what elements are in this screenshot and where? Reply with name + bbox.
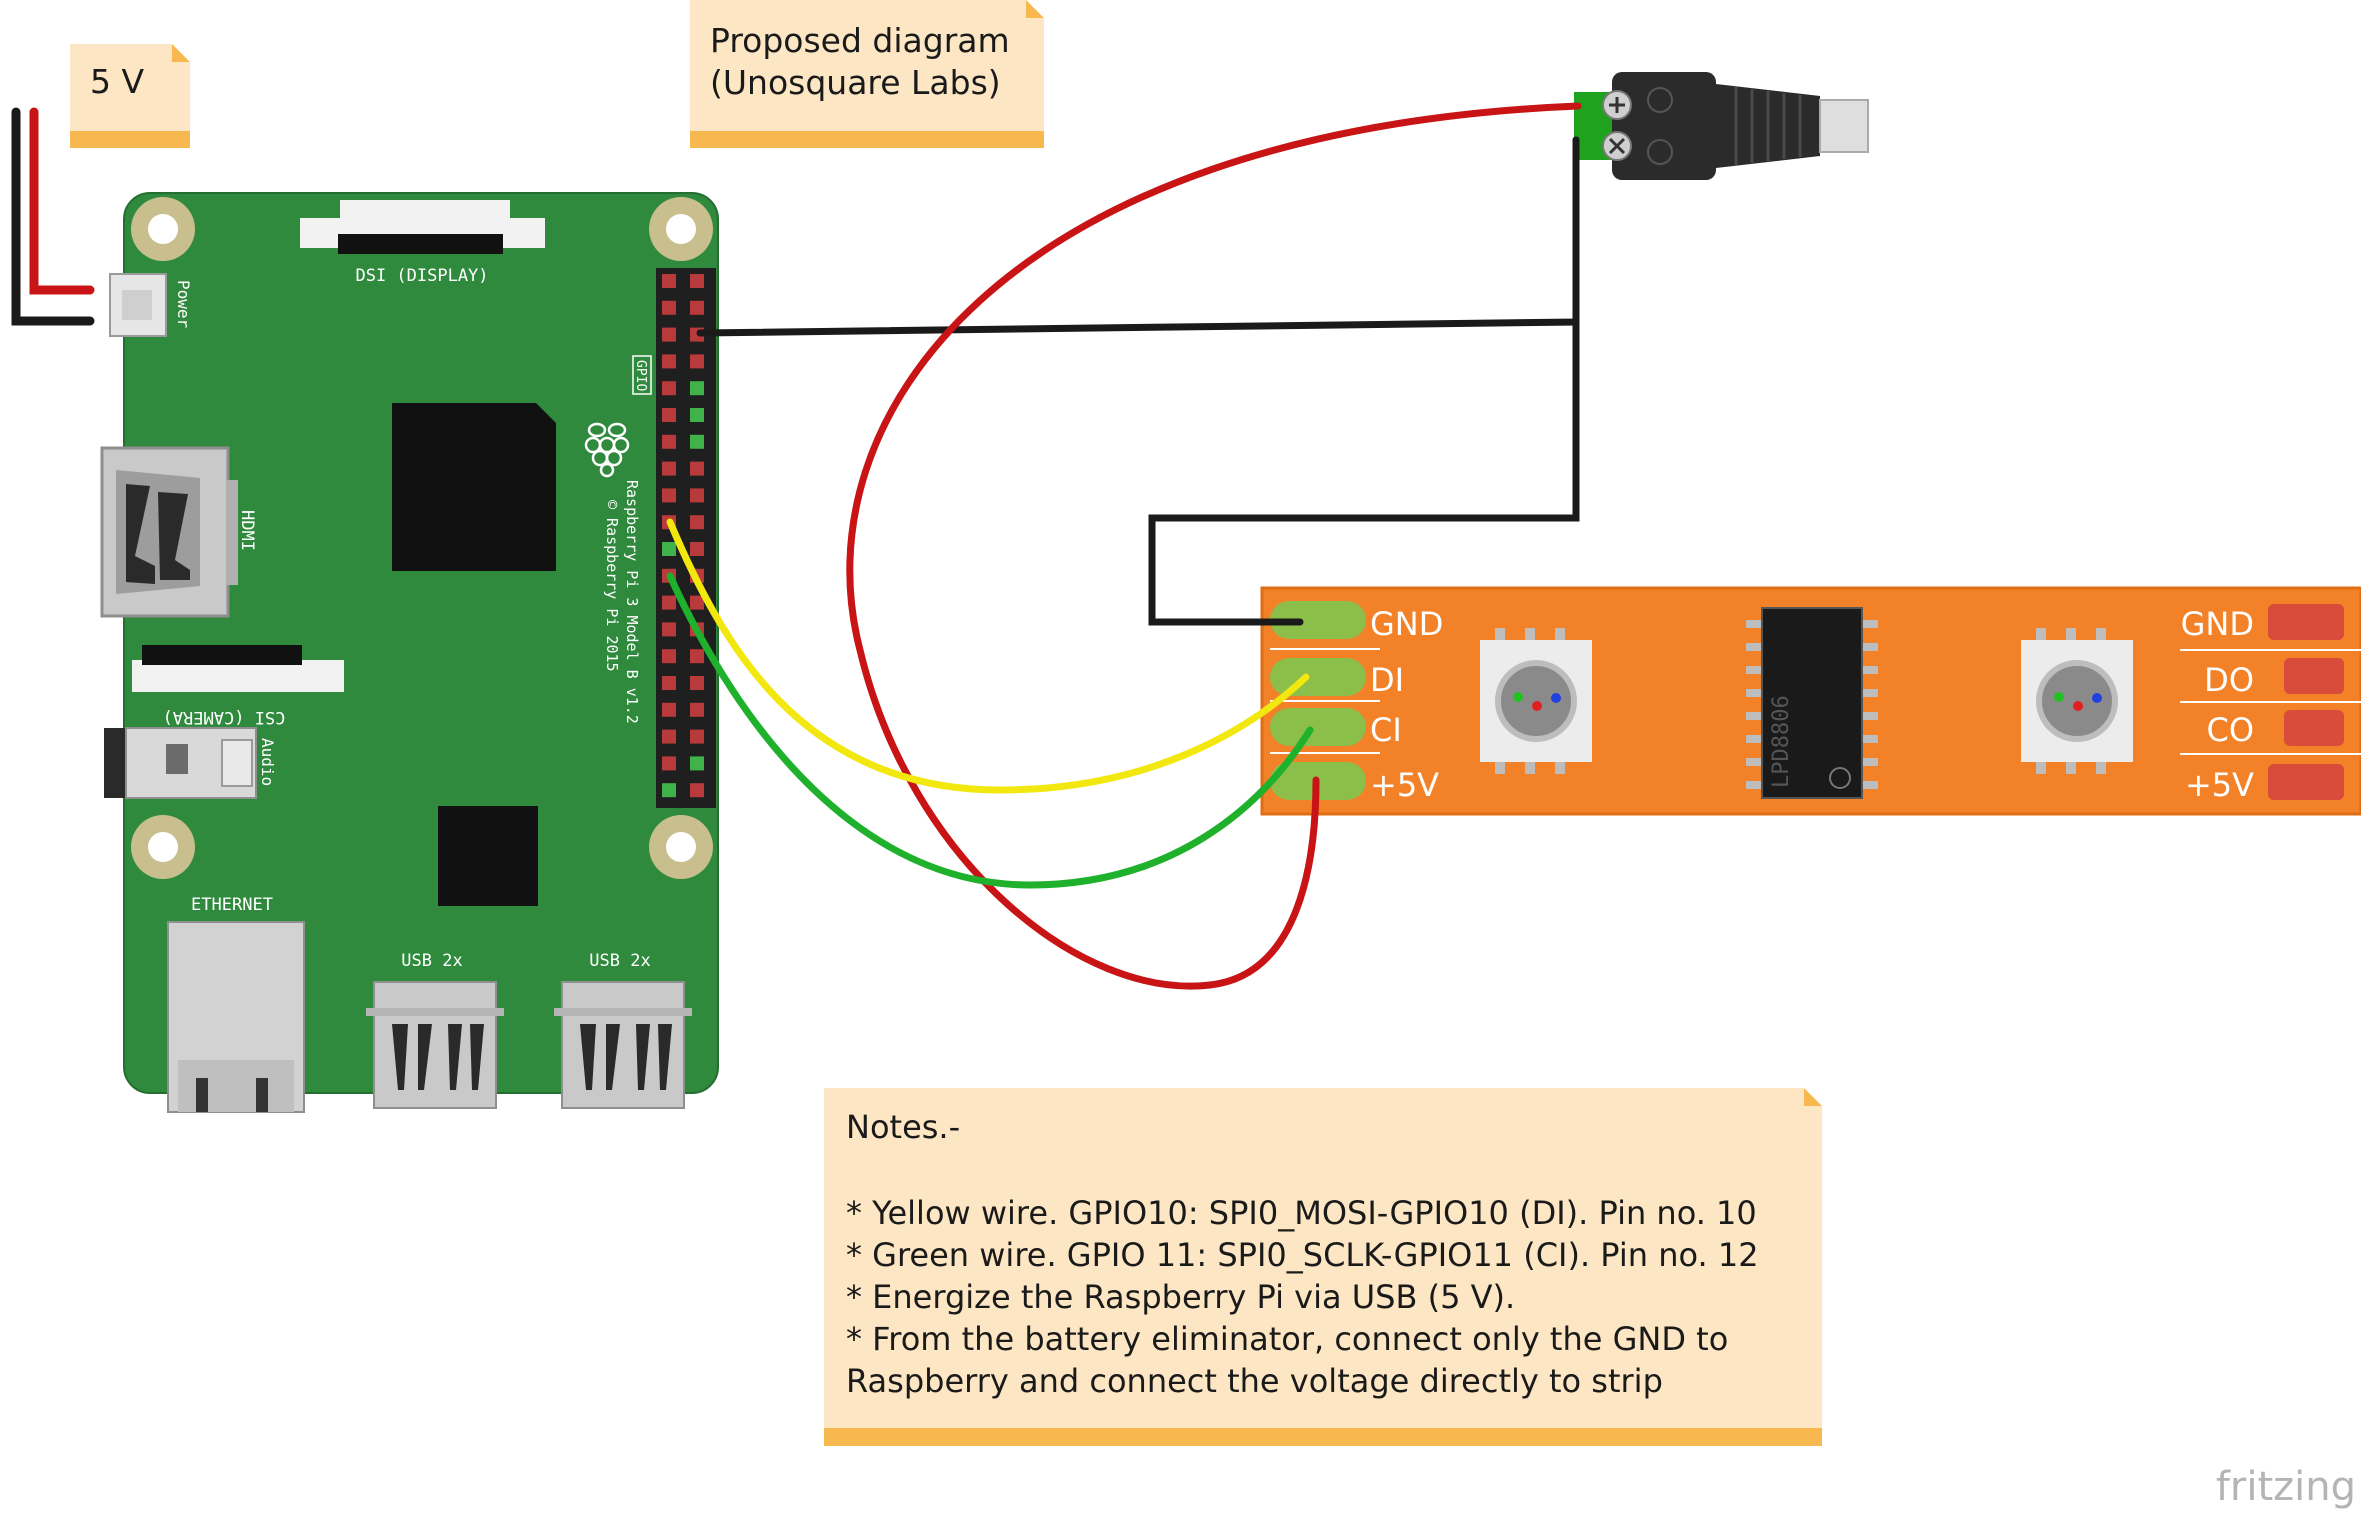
gpio-pin — [690, 408, 704, 422]
gpio-pin — [690, 729, 704, 744]
gpio-pin — [662, 783, 676, 798]
gpio-pin — [662, 676, 676, 690]
gpio-pin — [690, 461, 704, 476]
power-label: Power — [174, 280, 193, 329]
voltage-label: 5 V — [90, 62, 144, 101]
driver-chip: LPD8806 — [1746, 607, 1878, 799]
dc-barrel-jack-icon — [1574, 72, 1869, 180]
power-connector: Power — [109, 273, 193, 337]
gpio-pin — [690, 515, 704, 530]
pad-out-do: DO — [2204, 661, 2254, 699]
gpio-pin — [662, 434, 676, 449]
note-voltage: 5 V — [70, 44, 190, 148]
gpio-pin — [662, 649, 676, 664]
usb1-label: USB 2x — [401, 951, 462, 971]
ethernet-label: ETHERNET — [191, 895, 273, 915]
pad-in-ci: CI — [1370, 711, 1402, 749]
wire-green-ci — [666, 572, 1314, 889]
notes-line5: Raspberry and connect the voltage direct… — [846, 1362, 1663, 1400]
notes-line3: * Energize the Raspberry Pi via USB (5 V… — [846, 1278, 1515, 1316]
usb-port-1: USB 2x — [366, 951, 504, 1109]
gpio-pin — [690, 488, 704, 503]
wire-power-input — [11, 107, 95, 326]
gpio-pin — [690, 649, 704, 664]
led-strip: GND DI CI +5V — [1260, 586, 2361, 816]
input-pads — [1270, 601, 1380, 800]
rgb-led-2 — [2021, 628, 2133, 774]
gpio-pin — [690, 434, 704, 449]
audio-label: Audio — [258, 738, 277, 786]
pad-out-co: CO — [2206, 711, 2254, 749]
gpio-pin — [690, 756, 704, 771]
pad-in-gnd: GND — [1370, 605, 1443, 643]
chip-label: LPD8806 — [1769, 695, 1794, 788]
pad-out-gnd: GND — [2181, 605, 2254, 643]
wire-red-5v — [846, 102, 1582, 990]
rgb-led-1 — [1480, 628, 1592, 774]
fritzing-brand: fritzing — [2216, 1464, 2356, 1510]
gpio-pin — [690, 783, 704, 798]
csi-label: CSI (CAMERA) — [163, 707, 286, 727]
gpio-pin — [662, 381, 676, 396]
output-pads — [2180, 604, 2361, 800]
notes-line1: * Yellow wire. GPIO10: SPI0_MOSI-GPIO10 … — [846, 1194, 1757, 1232]
copyright-label: © Raspberry Pi 2015 — [603, 500, 621, 672]
gpio-pin — [690, 676, 704, 690]
pad-out-5v: +5V — [2185, 766, 2254, 804]
wire-yellow-di — [666, 518, 1310, 794]
mounting-hole-icon — [131, 197, 713, 879]
wires — [11, 102, 1582, 990]
gpio-header: GPIO — [632, 268, 716, 808]
soc-chip — [392, 403, 556, 571]
gpio-pin — [662, 274, 676, 288]
gpio-pin — [662, 542, 676, 556]
gpio-label: GPIO — [633, 360, 648, 391]
usb-port-2: USB 2x — [554, 951, 692, 1109]
gpio-pin — [690, 702, 704, 717]
gpio-pins — [662, 274, 704, 798]
gpio-pin — [662, 408, 676, 422]
dsi-connector: DSI (DISPLAY) — [300, 200, 545, 286]
gpio-pin — [662, 622, 676, 637]
gpio-pin — [690, 300, 704, 315]
gpio-pin — [690, 354, 704, 369]
gpio-pin — [690, 381, 704, 396]
pad-in-5v: +5V — [1370, 766, 1439, 804]
note-instructions: Notes.- * Yellow wire. GPIO10: SPI0_MOSI… — [824, 1088, 1822, 1446]
notes-heading: Notes.- — [846, 1108, 960, 1146]
gpio-pin — [690, 542, 704, 556]
gpio-pin — [662, 729, 676, 744]
title-line1: Proposed diagram — [710, 21, 1010, 60]
csi-connector: CSI (CAMERA) — [132, 645, 344, 727]
gpio-pin — [662, 595, 676, 610]
notes-line2: * Green wire. GPIO 11: SPI0_SCLK-GPIO11 … — [846, 1236, 1759, 1274]
gpio-pin — [662, 300, 676, 315]
gpio-pin — [662, 756, 676, 771]
notes-line4: * From the battery eliminator, connect o… — [846, 1320, 1728, 1358]
gpio-pin — [662, 327, 676, 342]
hdmi-port: HDMI — [100, 446, 257, 618]
pad-in-di: DI — [1370, 661, 1404, 699]
hdmi-label: HDMI — [237, 510, 257, 551]
gpio-pin — [662, 702, 676, 717]
gpio-pin — [662, 461, 676, 476]
ethernet-port: ETHERNET — [167, 895, 305, 1113]
gpio-pin — [690, 274, 704, 288]
lan-chip — [438, 806, 538, 906]
wire-gnd-strip — [1148, 136, 1580, 626]
title-line2: (Unosquare Labs) — [710, 63, 1001, 102]
raspberry-pi-board: DSI (DISPLAY) Power HDMI CSI (CAMERA) — [100, 192, 719, 1113]
usb2-label: USB 2x — [589, 951, 650, 971]
model-label: Raspberry Pi 3 Model B v1.2 — [623, 480, 641, 724]
audio-jack: Audio — [104, 727, 277, 799]
gpio-pin — [662, 488, 676, 503]
wire-gnd-pi — [696, 136, 1580, 337]
gpio-pin — [662, 354, 676, 369]
gpio-pin — [690, 595, 704, 610]
raspberry-logo-icon — [584, 422, 630, 478]
dsi-label: DSI (DISPLAY) — [355, 266, 488, 286]
note-title: Proposed diagram (Unosquare Labs) — [690, 0, 1044, 148]
